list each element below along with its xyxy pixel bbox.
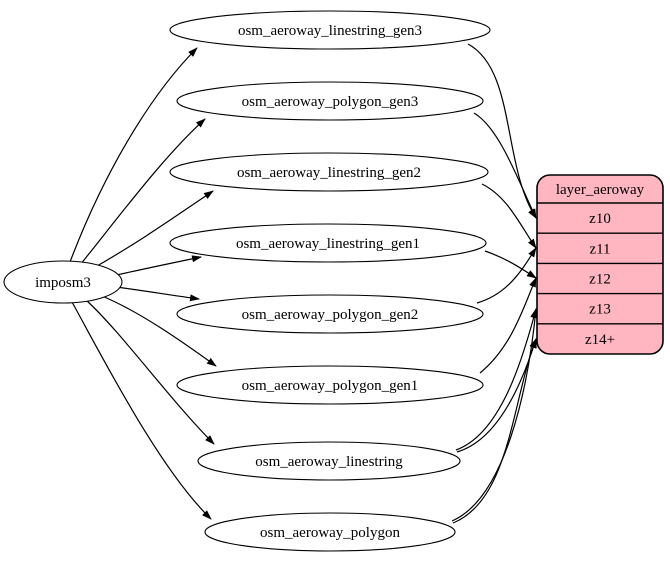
table-node-osm_aeroway_polygon_gen1: osm_aeroway_polygon_gen1 — [176, 365, 484, 405]
table-node-ellipse — [169, 152, 489, 192]
edge-osm_aeroway_polygon_gen3-to-z10 — [473, 112, 537, 219]
edge-osm_aeroway_linestring_gen3-to-z10 — [467, 43, 537, 219]
edge-imposm3-to-osm_aeroway_polygon_gen2 — [115, 286, 200, 302]
edge-imposm3-to-osm_aeroway_polygon_gen1 — [101, 295, 217, 367]
table-node-osm_aeroway_polygon_gen2: osm_aeroway_polygon_gen2 — [176, 294, 484, 334]
table-node-osm_aeroway_linestring_gen1: osm_aeroway_linestring_gen1 — [169, 223, 487, 263]
edge-osm_aeroway_linestring_gen2-to-z11 — [481, 183, 537, 249]
layer-record-title: layer_aeroway — [556, 182, 645, 198]
table-node-label: osm_aeroway_polygon_gen1 — [242, 378, 419, 394]
edge-osm_aeroway_linestring-to-z13 — [455, 308, 538, 451]
table-node-label: osm_aeroway_linestring_gen1 — [236, 236, 420, 252]
layer-record-row-z13: z13 — [589, 302, 611, 318]
layer-record-row-z10: z10 — [589, 211, 611, 227]
table-node-ellipse — [204, 512, 456, 552]
layer-record-row-z12: z12 — [589, 272, 611, 288]
edge-osm_aeroway_polygon_gen1-to-z12 — [479, 277, 537, 374]
table-node-label: osm_aeroway_polygon — [260, 525, 400, 541]
layer-record-node: layer_aeroway z10 z11 z12 z13 z14+ — [536, 174, 664, 355]
table-node-osm_aeroway_polygon_gen3: osm_aeroway_polygon_gen3 — [176, 81, 484, 121]
table-node-ellipse — [169, 223, 487, 263]
table-node-osm_aeroway_linestring: osm_aeroway_linestring — [197, 441, 461, 481]
table-node-osm_aeroway_polygon: osm_aeroway_polygon — [204, 512, 456, 552]
table-node-osm_aeroway_linestring_gen3: osm_aeroway_linestring_gen3 — [169, 10, 491, 50]
table-node-ellipse — [176, 365, 484, 405]
layer-record-row-z11: z11 — [589, 241, 610, 257]
edge-imposm3-to-osm_aeroway_polygon_gen3 — [79, 118, 206, 266]
table-node-ellipse — [176, 81, 484, 121]
table-node-label: osm_aeroway_linestring_gen2 — [237, 165, 421, 181]
edge-imposm3-to-osm_aeroway_polygon — [71, 301, 212, 520]
table-node-label: osm_aeroway_linestring_gen3 — [238, 23, 422, 39]
table-node-osm_aeroway_linestring_gen2: osm_aeroway_linestring_gen2 — [169, 152, 489, 192]
edge-imposm3-to-osm_aeroway_linestring_gen1 — [111, 255, 202, 277]
edge-osm_aeroway_polygon-to-z14+ — [452, 338, 537, 524]
source-node-label: imposm3 — [35, 275, 91, 291]
table-node-ellipse — [197, 441, 461, 481]
table-node-ellipse — [176, 294, 484, 334]
table-node-label: osm_aeroway_polygon_gen3 — [242, 94, 419, 110]
edge-osm_aeroway_linestring_gen1-to-z12 — [484, 250, 537, 279]
nodes-group: imposm3 osm_aeroway_linestring_gen3 osm_ae… — [3, 10, 664, 552]
source-node-imposm3: imposm3 — [3, 260, 123, 304]
layer-record-body — [536, 174, 664, 355]
edge-osm_aeroway_polygon-to-z13 — [451, 308, 539, 522]
edge-imposm3-to-osm_aeroway_linestring_gen2 — [89, 190, 214, 271]
layer-record-row-z14+: z14+ — [585, 332, 615, 348]
table-node-ellipse — [169, 10, 491, 50]
edge-imposm3-to-osm_aeroway_linestring — [85, 299, 215, 445]
edge-imposm3-to-osm_aeroway_linestring_gen3 — [69, 47, 198, 263]
edge-osm_aeroway_polygon_gen2-to-z11 — [476, 247, 537, 304]
table-node-label: osm_aeroway_linestring — [255, 454, 403, 470]
edges-group — [69, 43, 539, 524]
source-node-ellipse — [3, 260, 123, 304]
table-node-label: osm_aeroway_polygon_gen2 — [242, 307, 419, 323]
